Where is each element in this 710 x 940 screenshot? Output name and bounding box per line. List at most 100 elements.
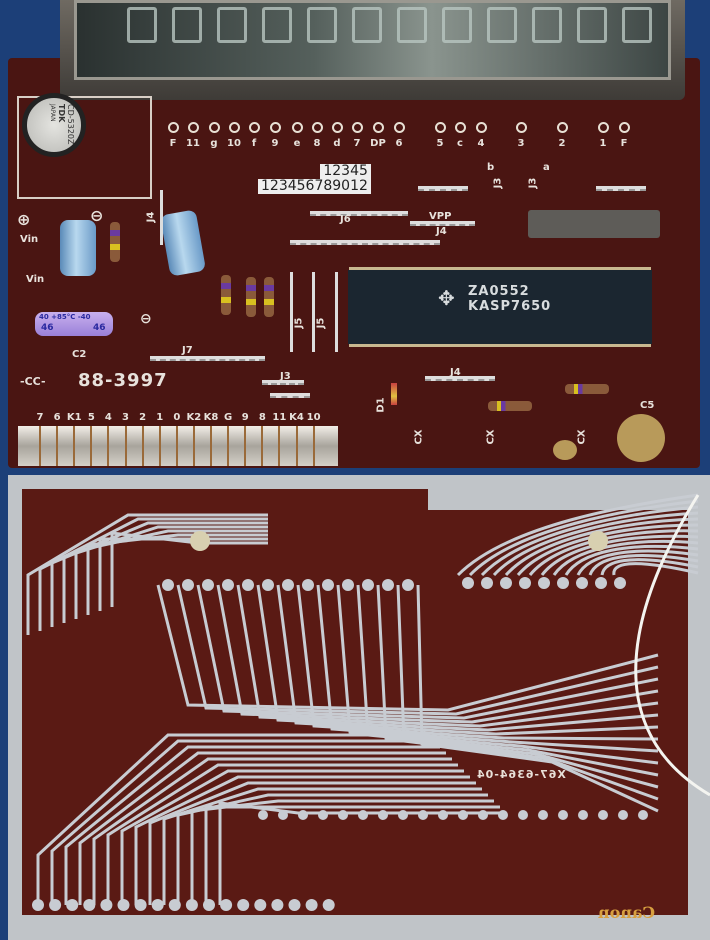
solder-pad [271, 899, 284, 911]
ic-line-2: KASP7650 [468, 299, 552, 314]
display-pin-label: 10 [227, 138, 241, 149]
solder-pad [338, 810, 348, 820]
solder-pad [32, 899, 44, 911]
solder-pad [302, 579, 314, 591]
solder-pad [49, 899, 62, 911]
display-pin-label: 7 [353, 138, 361, 149]
display-pin-label: F [169, 138, 177, 149]
solder-pad [598, 122, 609, 133]
display-pin-label: 6 [395, 138, 403, 149]
cx-label: CX [485, 429, 497, 445]
jumper-j5 [335, 272, 338, 352]
solder-pad [435, 122, 446, 133]
jumper-j7 [150, 356, 265, 361]
solder-pad [557, 122, 568, 133]
solder-pad [458, 810, 468, 820]
connector-pin-label: 5 [87, 412, 95, 423]
solder-pad [222, 579, 234, 591]
trace [216, 584, 659, 724]
jumper-j4 [425, 376, 495, 381]
c2-label: C2 [72, 349, 87, 360]
white-wire [634, 494, 710, 797]
solder-pad [518, 810, 528, 820]
connector-pin-label: 11 [272, 412, 287, 423]
solder-pad [322, 579, 334, 591]
display-pin-label: 3 [517, 138, 525, 149]
segment-label-a: a [543, 162, 550, 173]
display-pin-label: d [333, 138, 341, 149]
solder-pad [498, 810, 508, 820]
copper-traces [22, 489, 710, 915]
connector-lead [39, 426, 41, 466]
electrolytic-capacitor [60, 220, 96, 276]
resistor [221, 275, 231, 315]
connector-pin-label: 4 [104, 412, 112, 423]
trace [134, 775, 470, 905]
jumper-j4-label: J4 [145, 211, 157, 223]
connector-lead [73, 426, 76, 466]
piezo-buzzer: CD-5320Z TDK JAPAN [22, 93, 86, 157]
trace [588, 554, 699, 576]
jumper-j6-label: J6 [340, 214, 351, 225]
solder-pad [557, 577, 569, 589]
texas-instruments-logo-icon: ✥ [438, 286, 455, 310]
solder-pad [188, 122, 199, 133]
trace [376, 584, 659, 789]
connector-lead [261, 426, 264, 466]
connector-lead [175, 426, 178, 466]
solder-pad [516, 122, 527, 133]
solder-pad [117, 899, 130, 911]
connector-lead [295, 426, 298, 466]
ic-line-1: ZA0552 [468, 284, 530, 299]
resistor [246, 277, 256, 317]
solder-pad [203, 899, 215, 911]
solder-pad [382, 579, 394, 591]
connector-lead [244, 426, 247, 466]
display-digit [622, 7, 652, 43]
jumper-j3-label: J3 [492, 177, 504, 189]
trace [236, 584, 659, 728]
solder-pad [83, 899, 96, 911]
display-digit [127, 7, 157, 43]
solder-pad [358, 810, 368, 820]
solder-pad [292, 122, 303, 133]
solder-pad [418, 810, 428, 820]
solder-pad [270, 122, 281, 133]
board-mark: -CC- [20, 375, 46, 388]
vin-minus-label: Vin [26, 274, 45, 285]
display-pin-label: 9 [271, 138, 279, 149]
display-pin-label: f [251, 138, 257, 149]
solder-pad [209, 122, 220, 133]
solder-pad [282, 579, 294, 591]
connector-pin-label: 3 [122, 412, 129, 423]
screw-icon [190, 531, 210, 551]
trace [162, 787, 482, 905]
trace [26, 513, 268, 635]
canon-logo: Canon [598, 903, 656, 922]
trace [256, 584, 659, 732]
display-pin-label: F [620, 138, 628, 149]
display-pin-label: 5 [436, 138, 444, 149]
display-digit [307, 7, 337, 43]
trace [396, 584, 659, 801]
display-digit [487, 7, 517, 43]
trace [576, 549, 699, 576]
trace [564, 544, 699, 576]
connector-pin-label: 0 [173, 412, 181, 423]
solder-pad [342, 579, 354, 591]
display-pin-label: DP [370, 138, 386, 149]
trace [36, 733, 428, 905]
jumper-j5 [290, 272, 293, 352]
bottom-circuit-board-solder-side: X67-6364-04 Canon [8, 475, 710, 940]
resistor [110, 222, 120, 262]
display-digit [577, 7, 607, 43]
sticker-line-1: 12345 [320, 164, 371, 179]
display-pin-label: 1 [599, 138, 607, 149]
solder-pad [378, 810, 388, 820]
connector-pin-label: 9 [241, 412, 249, 423]
display-pin-label: 4 [477, 138, 485, 149]
jumper-j3 [270, 393, 310, 398]
connector-lead [312, 426, 315, 466]
keyboard-ribbon-connector [18, 426, 338, 466]
connector-lead [278, 426, 281, 466]
